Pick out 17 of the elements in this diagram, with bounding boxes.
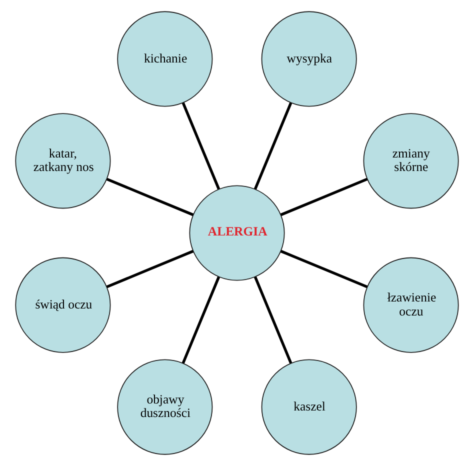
connector	[106, 178, 194, 216]
connector	[106, 250, 194, 288]
node-circle: ALERGIA	[189, 185, 285, 281]
node-circle: katar, zatkany nos	[15, 113, 111, 209]
node-circle: kichanie	[117, 11, 213, 107]
node-circle: wysypka	[261, 11, 357, 107]
connector	[254, 276, 292, 364]
connector	[280, 250, 368, 288]
connector	[182, 276, 220, 364]
connector	[182, 102, 220, 190]
node-circle: zmiany skórne	[363, 113, 459, 209]
node-circle: łzawienie oczu	[363, 257, 459, 353]
connector	[254, 102, 292, 190]
node-circle: kaszel	[261, 359, 357, 455]
node-circle: objawy duszności	[117, 359, 213, 455]
node-circle: świąd oczu	[15, 257, 111, 353]
connector	[280, 178, 368, 216]
